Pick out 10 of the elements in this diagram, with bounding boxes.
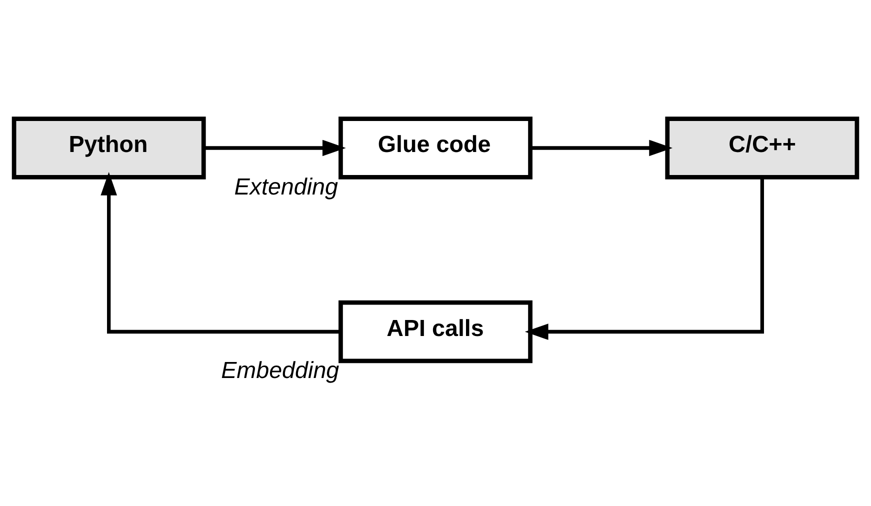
node-box: C/C++	[665, 116, 860, 180]
node-box: API calls	[338, 300, 532, 364]
arrow	[524, 178, 764, 340]
arrow	[530, 140, 673, 156]
node-box: Glue code	[338, 116, 532, 180]
arrow	[100, 172, 341, 334]
arrow	[204, 140, 346, 156]
node-box: Python	[12, 116, 206, 180]
node-label: Extending	[234, 173, 338, 200]
node-label: Embedding	[221, 357, 340, 384]
